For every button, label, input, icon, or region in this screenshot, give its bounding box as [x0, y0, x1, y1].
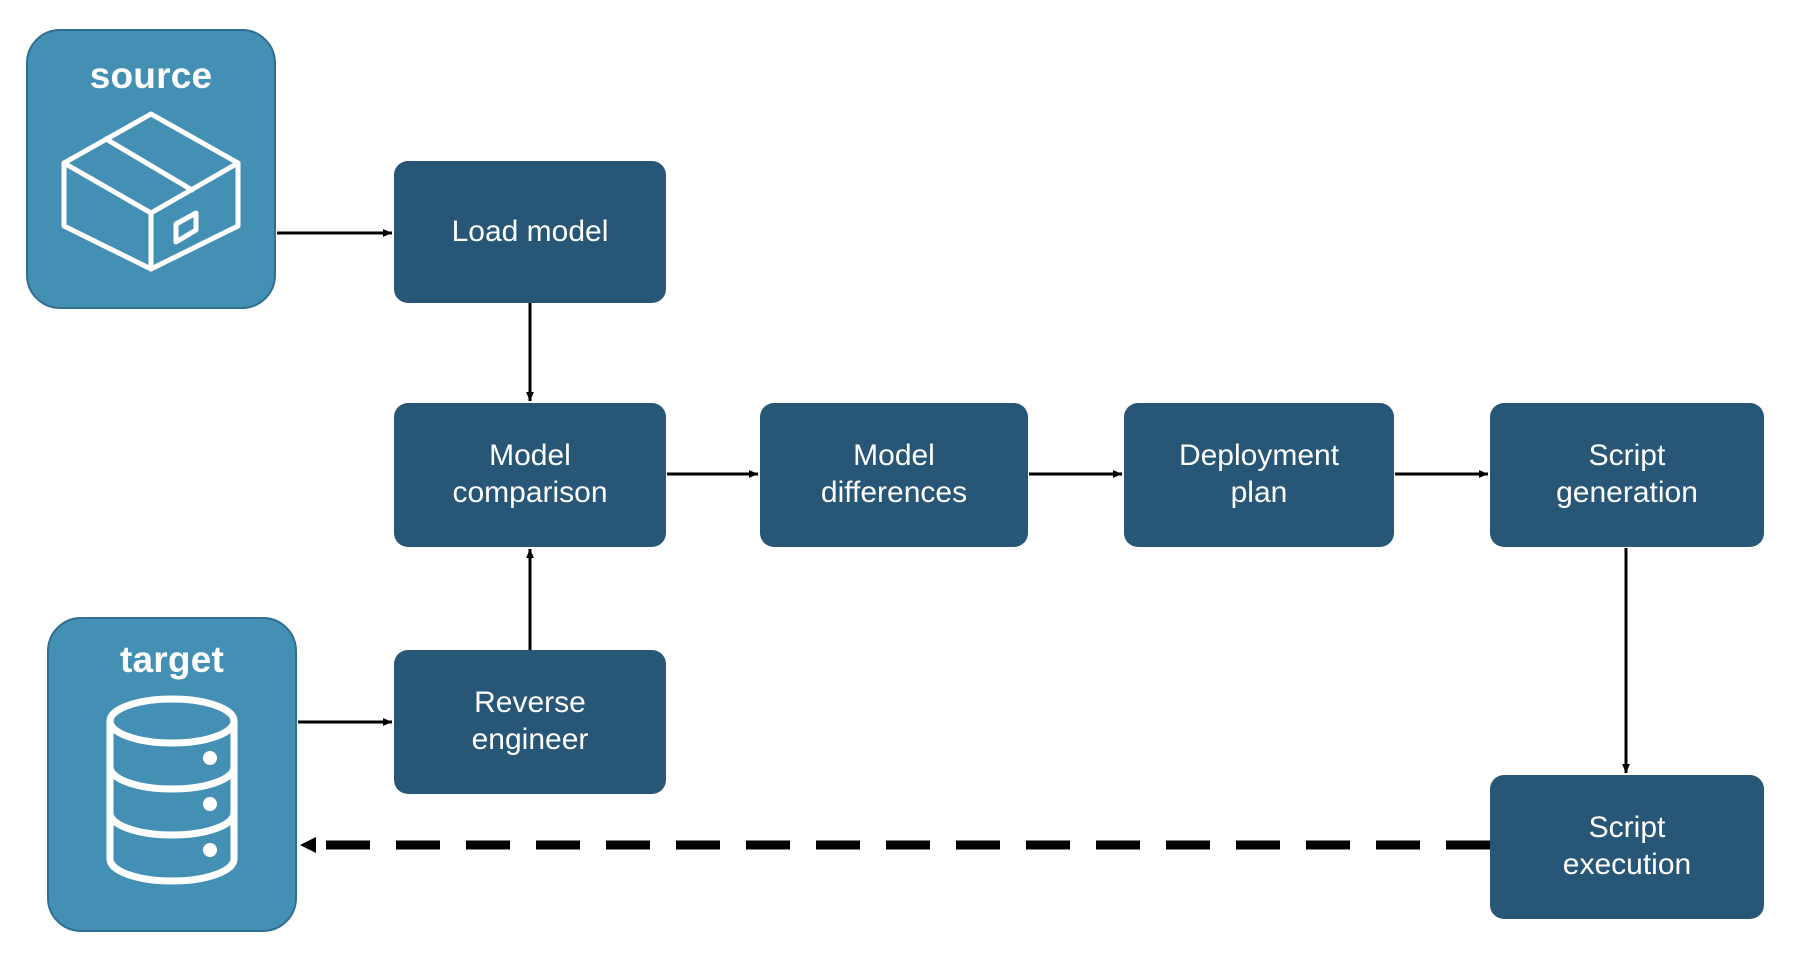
process-reverse-engineer[interactable]: Reverse engineer [394, 650, 666, 794]
process-load-model-text: Load model [451, 214, 609, 248]
endpoint-target[interactable]: target [47, 617, 297, 932]
process-script-generation-text: Script generation [1556, 439, 1698, 509]
process-reverse-engineer-text: Reverse engineer [471, 686, 589, 756]
process-model-comparison[interactable]: Model comparison [394, 403, 666, 547]
process-model-differences-text: Model differences [820, 439, 968, 509]
package-box-icon [56, 106, 246, 281]
endpoint-target-label: target [120, 639, 224, 680]
process-script-generation[interactable]: Script generation [1490, 403, 1764, 547]
database-cylinder-icon [92, 692, 252, 893]
endpoint-source-label: source [89, 55, 213, 96]
process-model-differences[interactable]: Model differences [760, 403, 1028, 547]
process-script-execution-text: Script execution [1562, 811, 1692, 881]
process-deployment-plan-text: Deployment plan [1178, 439, 1340, 509]
process-deployment-plan[interactable]: Deployment plan [1124, 403, 1394, 547]
endpoint-source[interactable]: source [26, 29, 276, 309]
process-script-execution[interactable]: Script execution [1490, 775, 1764, 919]
process-model-comparison-text: Model comparison [452, 439, 608, 509]
process-load-model[interactable]: Load model [394, 161, 666, 303]
